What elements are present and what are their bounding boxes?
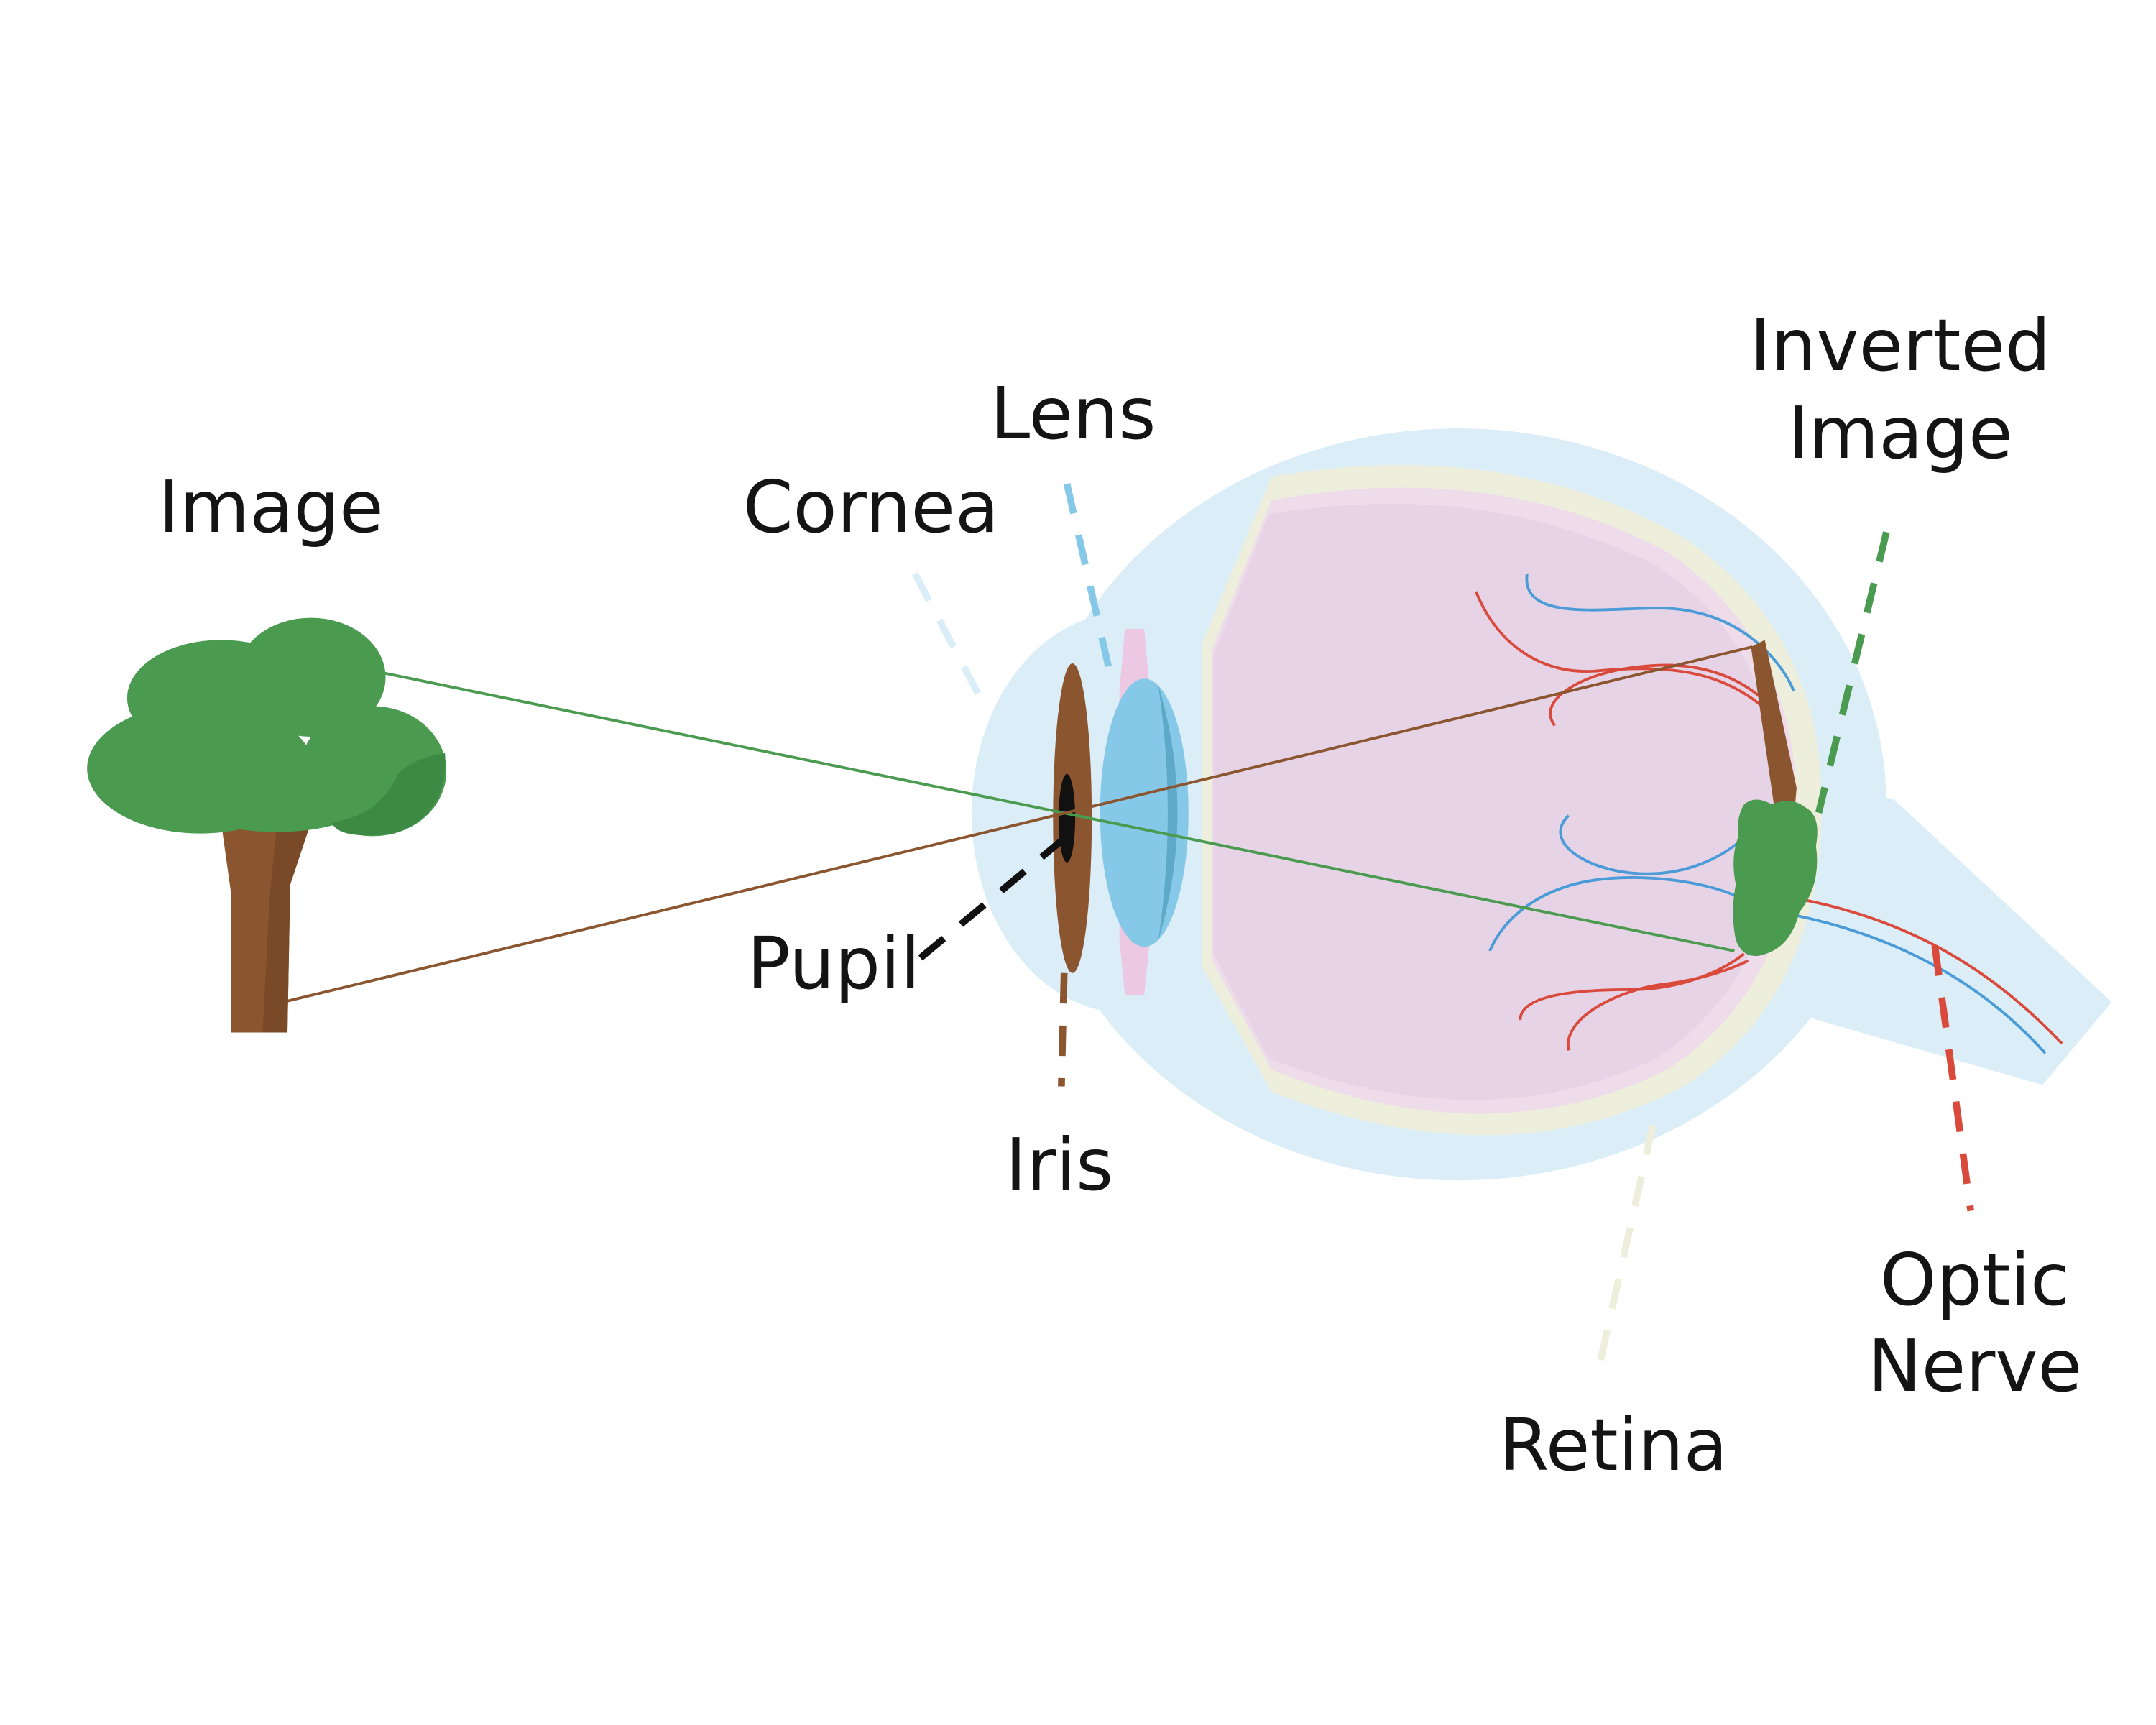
lens-edge-shade (1158, 684, 1178, 942)
tree-object (87, 617, 447, 1033)
light-ray-bottom (282, 645, 1753, 1004)
tree-foliage-crown (236, 617, 386, 737)
optic-nerve-leader (1931, 944, 1974, 1212)
cornea-label: Cornea (743, 465, 1000, 549)
vessel-blue-2 (1559, 814, 1754, 875)
tree-trunk-shade (262, 822, 311, 1033)
retina-leader (1594, 1124, 1657, 1375)
cornea-leader (911, 571, 987, 707)
vessel-blue-3 (1488, 876, 1742, 952)
pupil (1059, 773, 1076, 862)
vessel-red-4 (1567, 959, 1749, 1051)
pupil-leader (918, 833, 1069, 961)
pupil-label: Pupil (747, 921, 921, 1006)
inverted-image-label-line2: Image (1787, 391, 2012, 475)
inverted-image-label-line1: Inverted (1750, 303, 2051, 387)
vessel-blue-1 (1525, 573, 1795, 692)
lens-label: Lens (990, 372, 1156, 456)
inverted-tree-trunk (1751, 640, 1797, 819)
optic-nerve-label-line1: Optic (1880, 1238, 2070, 1322)
labels: Image Cornea Lens Inverted Image Pupil I… (158, 303, 2082, 1487)
retina-label: Retina (1499, 1403, 1728, 1487)
vessel-red-3 (1519, 952, 1746, 1021)
eye (87, 428, 2112, 1375)
vessel-red-optic (1796, 897, 2063, 1045)
inverted-tree-foliage (1733, 799, 1818, 957)
optic-nerve-label-line2: Nerve (1868, 1324, 2082, 1408)
vitreous-body (1213, 503, 1780, 1100)
leader-lines (911, 482, 1974, 1375)
vessel-red-1 (1474, 591, 1777, 720)
tree-foliage-bottom (172, 749, 380, 832)
light-ray-top (384, 671, 1735, 952)
image-label: Image (158, 465, 383, 549)
iris-label: Iris (1005, 1123, 1114, 1207)
inverted-tree-image (1733, 640, 1818, 957)
vessel-red-2 (1549, 663, 1770, 727)
tree-foliage-shade (331, 753, 446, 836)
iris-leader (1058, 972, 1068, 1087)
